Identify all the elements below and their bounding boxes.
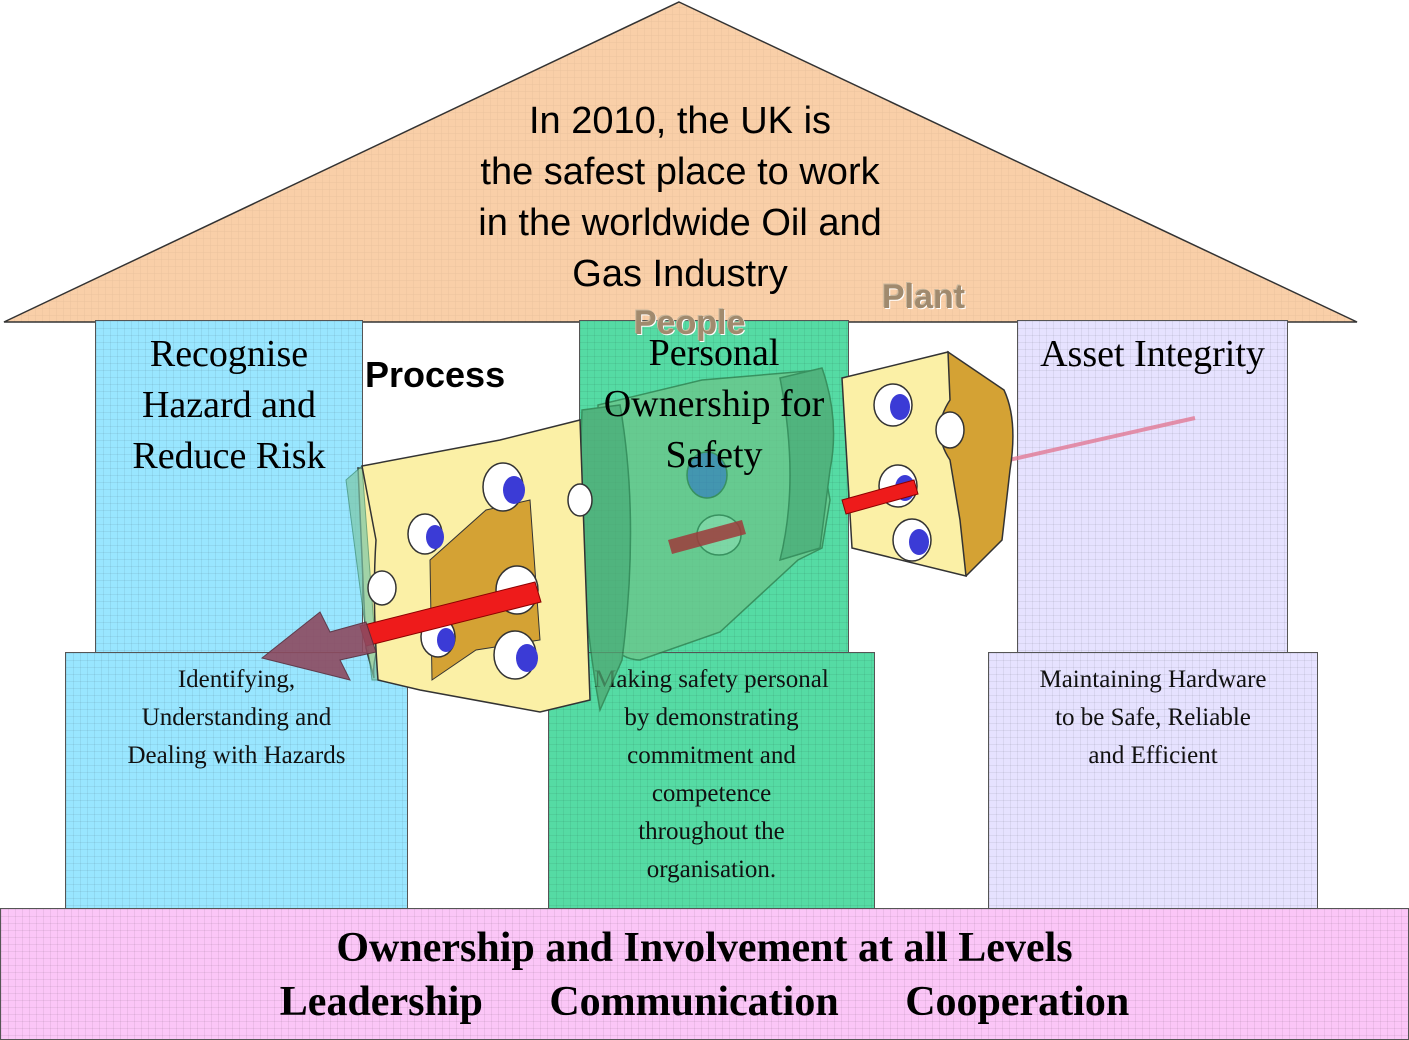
roof-line: Gas Industry [572,253,788,295]
pillar-title: Personal Ownership for Safety [579,328,849,481]
pillar-title: Asset Integrity [1018,329,1287,380]
base-word: Leadership [279,979,483,1025]
plinth-line: Maintaining Hardware [1039,666,1267,693]
roof-line: In 2010, the UK is [528,100,832,142]
plinth-line: and Efficient [1088,742,1218,769]
pillar-title-line: Recognise [149,333,309,375]
label-process: Process [365,354,506,395]
base-word: Communication [549,979,839,1025]
cheese-hole [567,483,593,517]
label-people: People [634,304,746,342]
plinth-line: commitment and [627,742,796,769]
base-line-1: Ownership and Involvement at all Levels [336,925,1073,971]
trajectory-arrow-segment [841,479,919,515]
plinth-line: Understanding and [141,704,332,731]
trajectory-arrow-segment [668,520,746,554]
foundation-base: Ownership and Involvement at all Levels … [0,908,1409,1040]
cheese-hole [516,644,538,672]
plinth-line: throughout the [638,818,785,845]
plinth-line: Identifying, [177,666,296,693]
pillar-title: Recognise Hazard and Reduce Risk [96,329,362,482]
cheese-hole [437,628,455,652]
pillar-title-line: Reduce Risk [132,435,326,477]
roof-line: the safest place to work [480,151,880,193]
plinth-description: Maintaining Hardware to be Safe, Reliabl… [989,661,1317,775]
pillar-title-line: Asset Integrity [1040,333,1265,375]
plinth-description: Identifying, Understanding and Dealing w… [66,661,407,775]
plinth-line: Making safety personal [594,666,829,693]
cheese-hole [935,411,965,449]
pillar-title-line: Personal [648,332,780,374]
plinth-asset-integrity: Maintaining Hardware to be Safe, Reliabl… [988,652,1318,912]
cheese-hole [503,476,525,504]
pillar-recognise-hazard: Recognise Hazard and Reduce Risk [95,320,363,660]
cheese-hole [909,529,929,555]
cheese-hole [426,525,444,549]
pillar-asset-integrity: Asset Integrity [1017,320,1288,660]
roof-text: In 2010, the UK is the safest place to w… [380,96,980,300]
arrow-head-icon [260,611,377,681]
plinth-recognise-hazard: Identifying, Understanding and Dealing w… [65,652,408,912]
cheese-hole [367,570,397,606]
pillar-title-line: Hazard and [141,384,317,426]
pillar-title-line: Ownership for [603,383,825,425]
plinth-description: Making safety personal by demonstrating … [549,661,874,889]
base-word: Cooperation [905,979,1130,1025]
cheese-slice-process [345,419,593,713]
cheese-slice-plant [841,350,1014,577]
pillar-title-line: Safety [665,434,763,476]
plinth-line: by demonstrating [624,704,799,731]
roof-line: in the worldwide Oil and [478,202,882,244]
base-line-2: Leadership Communication Cooperation [1,975,1408,1029]
plinth-line: Dealing with Hazards [127,742,346,769]
label-plant: Plant [882,278,966,316]
plinth-line: organisation. [646,856,777,883]
cheese-slice-people [580,367,835,713]
cheese-hole [890,394,910,420]
plinth-line: to be Safe, Reliable [1055,704,1251,731]
cheese-hole [686,451,728,499]
trajectory-line [999,416,1196,464]
plinth-line: competence [651,780,772,807]
